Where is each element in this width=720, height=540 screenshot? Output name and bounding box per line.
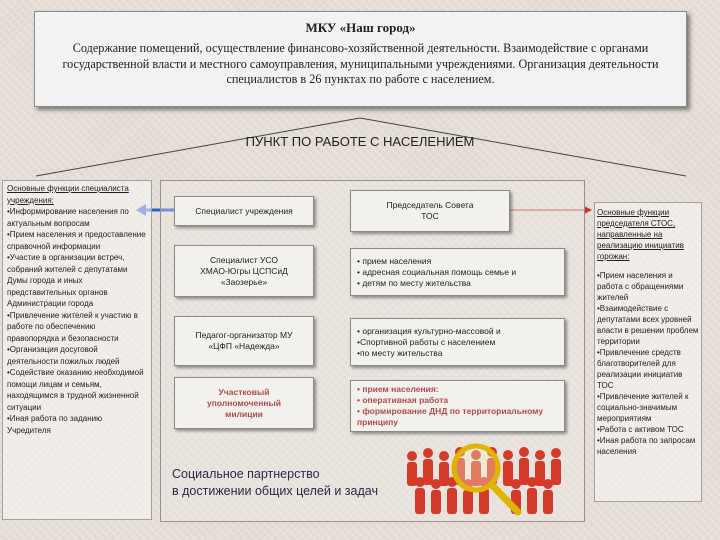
org-title: МКУ «Наш город» [305, 20, 416, 35]
org-description: Содержание помещений, осуществление фина… [62, 41, 659, 86]
duty-line: • прием населения: [357, 384, 439, 394]
role-box-social-specialist: Специалист УСО ХМАО-Югры ЦСПСиД «Заозерь… [174, 245, 314, 297]
list-item: •Участие в организации встреч, собраний … [7, 253, 128, 308]
list-item: •Привлечение средств благотворителей для… [597, 348, 683, 390]
list-item: •Работа с активом ТОС [597, 425, 684, 434]
duty-box-culture: • организация культурно-массовой и •Спор… [350, 318, 565, 366]
right-panel-heading: Основные функции председателя СТОС, напр… [597, 208, 684, 261]
duty-box-social: • прием населения • адресная социальная … [350, 248, 565, 296]
left-functions-panel: Основные функции специалиста учреждения:… [2, 180, 152, 520]
social-line-1: Социальное партнерство [172, 467, 320, 481]
social-line-2: в достижении общих целей и задач [172, 484, 378, 498]
role-box-pedagogue: Педагог-организатор МУ «ЦФП «Надежда» [174, 316, 314, 366]
duty-line: • прием населения [357, 255, 432, 266]
role-box-specialist: Специалист учреждения [174, 196, 314, 226]
header-box: МКУ «Наш город» Содержание помещений, ос… [34, 11, 687, 107]
duty-line: • оперативная работа [357, 395, 449, 405]
magnifier-icon [451, 443, 522, 516]
duty-line: •по месту жительства [357, 347, 443, 358]
duty-box-police: • прием населения: • оперативная работа … [350, 380, 565, 432]
social-partnership-text: Социальное партнерство в достижении общи… [172, 466, 422, 500]
list-item: •Иная работа по заданию Учредителя [7, 414, 103, 435]
duty-line: • организация культурно-массовой и [357, 325, 501, 336]
list-item: •Иная работа по запросам населения [597, 436, 696, 456]
left-panel-heading: Основные функции специалиста учреждения: [7, 184, 129, 205]
list-item: •Информирование населения по актуальным … [7, 207, 129, 228]
list-item: •Взаимодействие с депутатами всех уровне… [597, 304, 699, 346]
list-item: •Содействие оказанию необходимой помощи … [7, 368, 144, 412]
list-item: •Прием населения и работа с обращениями … [597, 271, 684, 302]
duty-line: • формирование ДНД по территориальному п… [357, 406, 544, 427]
arrow-right [584, 206, 592, 214]
right-functions-panel: Основные функции председателя СТОС, напр… [594, 202, 702, 502]
people-group-icon [407, 443, 561, 516]
list-item: •Привлечение жителей к участию в работе … [7, 310, 138, 343]
role-box-tos-chairman: Председатель Совета ТОС [350, 190, 510, 232]
role-box-police: Участковый уполномоченный милиции [174, 377, 314, 429]
duty-line: •Спортивной работы с населением [357, 336, 496, 347]
list-item: •Прием населения и предоставление справо… [7, 230, 146, 251]
subtitle: ПУНКТ ПО РАБОТЕ С НАСЕЛЕНИЕМ [245, 134, 475, 149]
duty-line: • адресная социальная помощь семье и [357, 266, 517, 277]
list-item: •Привлечение жителей к социально-значимы… [597, 392, 689, 423]
list-item: •Организация досуговой деятельности пожи… [7, 345, 120, 366]
duty-line: • детям по месту жительства [357, 277, 471, 288]
